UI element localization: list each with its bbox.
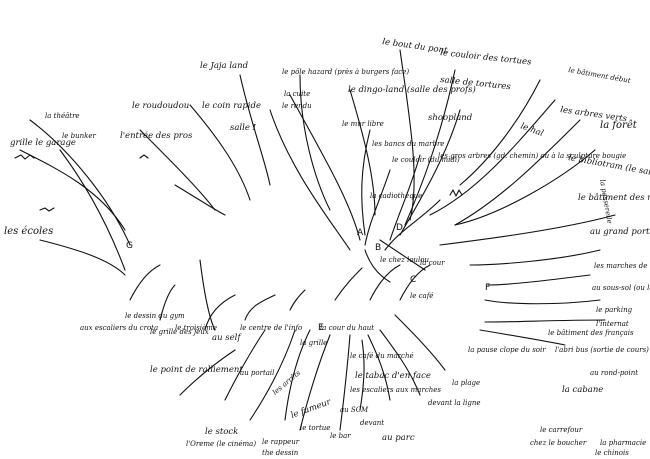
label-le-batiment-debut: le bâtiment début (568, 66, 632, 85)
label-grille-le-garage: grille le garage (10, 138, 76, 148)
label-au-grand-portail: au grand portail (590, 227, 650, 237)
arrow-strokes (19, 49, 616, 431)
label-le-rappeur: le rappeur (262, 438, 300, 446)
label-le-couloir-du-midi: le couloir (du midi) (392, 156, 460, 164)
label-shoopland: shoopland (428, 113, 473, 123)
label-les-escaliers-aux-marches: les escaliers aux marches (350, 386, 441, 394)
letter-c: C (410, 275, 416, 285)
label-la-foret: la forêt (600, 120, 638, 131)
label-la-cabane: la cabane (562, 385, 603, 395)
label-loreme: l'Oreme (le cinéma) (186, 440, 256, 448)
label-au-self: au self (212, 333, 242, 343)
label-salle-i: salle I (230, 123, 257, 133)
letter-f: F (485, 283, 490, 293)
label-le-dingo-land: le dingo-land (salle des profs) (348, 84, 476, 95)
label-les-arrets: les arrêts (271, 369, 302, 397)
label-le-gril-des-jeux: le grille des jeux (150, 328, 209, 336)
letter-d: D (396, 223, 403, 233)
label-le-bar: le bar (330, 432, 351, 440)
label-la-theatre: la théâtre (45, 112, 80, 120)
label-la-pharmacie: la pharmacie (600, 439, 646, 447)
label-le-couloir-des-tortues: le couloir des tortues (440, 48, 533, 68)
label-au-portail: au portail (240, 369, 274, 377)
letter-b: B (375, 243, 381, 253)
label-au-sous-sol: au sous-sol (ou les toilettes des filles… (592, 284, 650, 292)
label-chez-le-boucher: chez le boucher (530, 439, 587, 447)
scribble-marks (14, 154, 463, 212)
label-le-batiment-des-francais: le bâtiment des français (548, 329, 634, 337)
label-linternat: l'internat (596, 320, 629, 328)
label-le-rendu: le rendu (282, 102, 312, 110)
label-le-chez-loulou: le chez loulou (380, 256, 430, 264)
label-le-carrefour: le carrefour (540, 426, 583, 434)
label-au-parc: au parc (382, 433, 415, 443)
label-le-point-de-ralliement: le point de ralliement (150, 365, 243, 375)
label-le-centre-de-linfo: le centre de l'info (240, 324, 302, 332)
label-le-roudoudou: le roudoudou (132, 101, 189, 111)
map-labels: le bout du pont le couloir des tortues s… (4, 37, 650, 457)
label-le-stock: le stock (205, 427, 238, 437)
label-devant-la-ligne: devant la ligne (428, 399, 481, 407)
label-aux-escaliers-du-crota: aux escaliers du crota (80, 324, 158, 332)
letter-g: G (126, 241, 133, 251)
label-le-pause-clope: la pause clope du soir (468, 346, 546, 354)
label-le-coin-rapide: le coin rapide (202, 101, 261, 111)
label-the-dessin: the dessin (262, 449, 299, 457)
label-le-tabac-den-face: le tabac d'en face (355, 371, 431, 381)
label-le-cafe-du-marche: le café du marché (350, 352, 414, 360)
label-le-fumeur: le fumeur (290, 397, 333, 421)
label-le-tortue: le tortue (300, 424, 330, 432)
label-les-marches-de-linternat: les marches de l'internat (594, 262, 650, 270)
label-la-plage: la plage (452, 379, 480, 387)
label-le-dessin-du-gym: le dessin du gym (125, 312, 185, 320)
label-le-jaja-land: le Jaja land (200, 61, 249, 71)
label-les-gros-arbres: les gros arbres (gd. chemin) ou à la scu… (438, 152, 626, 160)
label-le-pole-hazard: le pôle hazard (près à burgers face) (282, 68, 409, 76)
label-devant: devant (360, 419, 384, 427)
label-le-mur-libre: le mur libre (342, 120, 384, 128)
label-le-chinois: le chinois (595, 449, 629, 457)
label-au-rond-point: au rond-point (590, 369, 638, 377)
label-lentree-des-pros: l'entrée des pros (120, 130, 193, 141)
label-la-grille: la grille (300, 339, 327, 347)
label-le-troisieme: le troisième (175, 324, 217, 332)
label-la-cadiotheque: la cadiothèque (370, 192, 422, 200)
label-le-batiment-des-maths: le bâtiment des maths (578, 192, 650, 203)
letter-a: A (357, 228, 364, 238)
letter-e: E (318, 323, 324, 333)
label-les-ecoles: les écoles (4, 226, 53, 237)
label-le-scm: au SCM (340, 406, 369, 414)
label-la-cour-du-haut: la cour du haut (320, 324, 374, 332)
label-la-cuite: la cuite (284, 90, 310, 98)
label-le-bout-du-pont: le bout du pont (382, 37, 449, 56)
label-le-cafe: le café (410, 292, 433, 300)
label-les-bancs-du-marbre: les bancs du marbre (372, 140, 444, 148)
label-la-cour: la cour (420, 259, 445, 267)
label-labri-bus: l'abri bus (sortie de cours) (555, 346, 649, 354)
label-le-parking: le parking (596, 306, 633, 314)
label-le-bunker: le bunker (62, 132, 96, 140)
